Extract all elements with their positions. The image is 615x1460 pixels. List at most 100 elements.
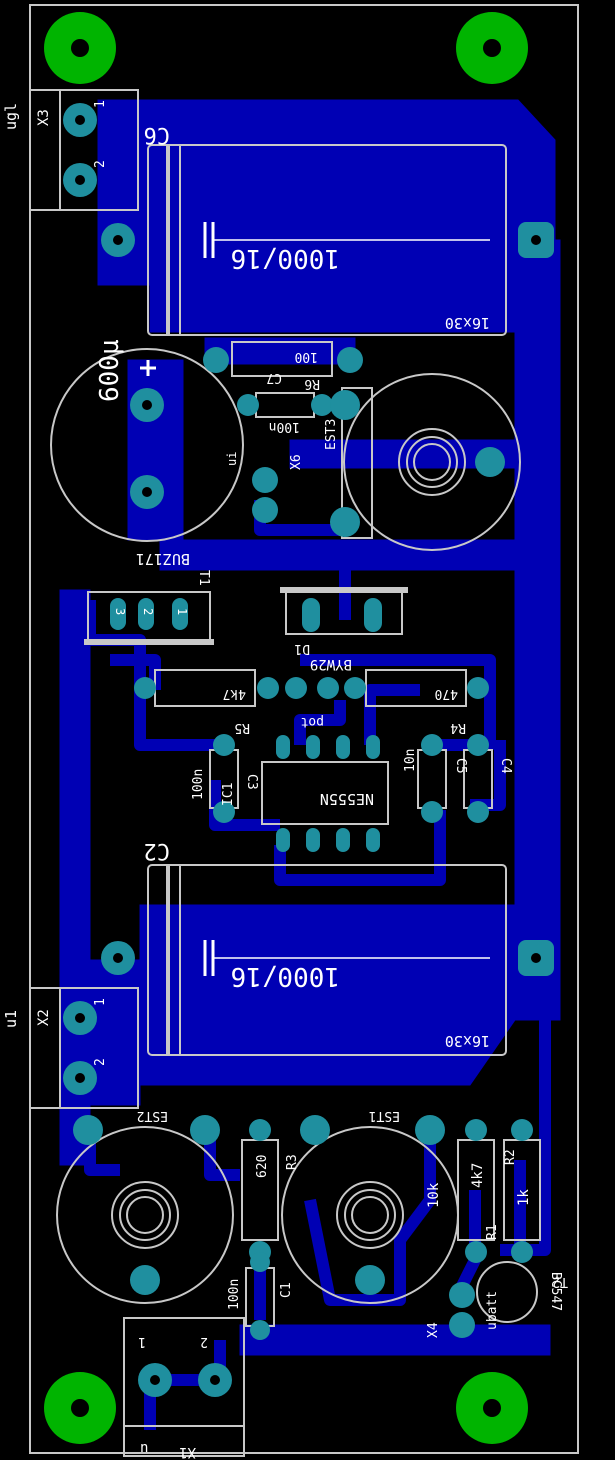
label-x1-p2: 2 <box>200 1334 208 1349</box>
label-r6-value: 100 <box>295 349 318 364</box>
pad-ic1-3 <box>336 828 350 852</box>
drill-holes <box>75 115 541 1385</box>
label-ui: ui <box>225 452 239 466</box>
pad-est1-2 <box>415 1115 445 1145</box>
label-c3: C3 <box>244 774 259 790</box>
pad-est2-2 <box>190 1115 220 1145</box>
copper-bottom-bus <box>239 1324 551 1356</box>
pad-c7-2 <box>311 394 333 416</box>
pad-pot-2 <box>317 677 339 699</box>
label-c2-value: 1000/16 <box>230 961 340 991</box>
pad-d1-2 <box>364 598 382 632</box>
label-r5: R5 <box>234 720 250 735</box>
label-x2-p2: 2 <box>93 1058 108 1066</box>
label-pot: pot <box>301 714 324 729</box>
est2-outline <box>56 1126 234 1304</box>
label-t2: T2 <box>552 1274 568 1289</box>
trace-6 <box>209 780 280 831</box>
label-r1-value: 4k7 <box>470 1163 486 1188</box>
pad-r5-2 <box>257 677 279 699</box>
pad-t1-3 <box>110 598 126 630</box>
pad-c7-1 <box>237 394 259 416</box>
polarity-marks <box>140 222 490 976</box>
c2-outline <box>147 864 507 1056</box>
copper-left-bus <box>59 589 91 991</box>
pad-x4-2 <box>449 1312 475 1338</box>
label-est1-value: 10k <box>426 1182 442 1208</box>
trace-2 <box>300 654 496 751</box>
pad-est2-1 <box>73 1115 103 1145</box>
pad-pot-1 <box>285 677 307 699</box>
copper-mid-bus <box>159 539 561 571</box>
pad-r2-1 <box>511 1119 533 1141</box>
label-r3: R3 <box>285 1154 300 1170</box>
pad-est1-3 <box>355 1265 385 1295</box>
label-x1-p1: 1 <box>138 1334 146 1349</box>
label-bc547: BC547 <box>548 1272 563 1311</box>
label-c6-size: 16x30 <box>445 314 490 332</box>
pad-r6-2 <box>337 347 363 373</box>
label-t1-p1: 1 <box>175 608 189 615</box>
label-t1-p3: 3 <box>113 608 127 615</box>
pad-r5-1 <box>134 677 156 699</box>
pad-x6-2 <box>252 497 278 523</box>
pad-c1-2 <box>250 1320 270 1340</box>
pad-est3-2 <box>475 447 505 477</box>
label-r2-value: 1k <box>516 1189 532 1206</box>
label-c1-value: 100n <box>227 1279 242 1310</box>
label-byw: BYW29 <box>310 656 352 672</box>
pad-c4-1 <box>467 734 489 756</box>
pad-c3-2 <box>213 801 235 823</box>
copper-cap-area <box>127 359 184 541</box>
label-r2: R2 <box>503 1149 518 1165</box>
trace-3 <box>294 700 346 745</box>
pad-r6-1 <box>203 347 229 373</box>
label-r1: R1 <box>485 1224 500 1240</box>
label-r4-value: 470 <box>435 686 458 701</box>
label-r4: R4 <box>450 720 466 735</box>
label-c3-value: 100n <box>191 769 206 800</box>
label-c5: C5 <box>453 758 468 774</box>
label-u1: u1 <box>2 1010 20 1028</box>
pad-t1-2 <box>138 598 154 630</box>
pad-c1-1 <box>250 1252 270 1272</box>
label-buz: BUZ171 <box>136 550 190 568</box>
trace-5 <box>274 810 446 886</box>
label-x1: X1 <box>179 1444 196 1460</box>
t2-outline <box>476 1261 538 1323</box>
copper-layer <box>59 99 561 1356</box>
label-est2: EST2 <box>137 1108 168 1123</box>
label-est3: EST3 <box>324 419 339 450</box>
label-c6-value: 1000/16 <box>230 243 340 273</box>
pad-est1-1 <box>300 1115 330 1145</box>
label-x4: X4 <box>426 1322 441 1338</box>
pads <box>63 103 554 1397</box>
pad-r2-2 <box>511 1241 533 1263</box>
label-c2: C2 <box>144 838 171 863</box>
label-c4: C4 <box>498 758 513 774</box>
copper-right-bus <box>514 239 561 1021</box>
label-d1: D1 <box>294 641 310 656</box>
label-r5-value: 4k7 <box>223 686 246 701</box>
label-x2: X2 <box>36 1009 52 1026</box>
ic1-outline <box>261 761 389 825</box>
pad-r3-1 <box>249 1119 271 1141</box>
pad-est3-3 <box>330 507 360 537</box>
label-ubatt: ubatt <box>485 1291 500 1330</box>
trace-15 <box>144 1340 226 1430</box>
board-outline <box>29 4 579 1454</box>
pad-x4-1 <box>449 1282 475 1308</box>
pad-ic1-1 <box>276 828 290 852</box>
label-t1: T1 <box>196 570 211 586</box>
pad-r1-2 <box>465 1241 487 1263</box>
label-x6: X6 <box>289 454 304 470</box>
r6-outline <box>231 341 333 377</box>
label-ugl: ugl <box>2 103 20 130</box>
pad-c5-2 <box>421 801 443 823</box>
pad-ic1-4 <box>366 828 380 852</box>
pad-t1-1 <box>172 598 188 630</box>
label-c6: C6 <box>144 122 171 147</box>
label-ne555: NE555N <box>320 790 374 808</box>
label-n: n <box>140 1440 148 1456</box>
pad-ic1-5 <box>366 735 380 759</box>
